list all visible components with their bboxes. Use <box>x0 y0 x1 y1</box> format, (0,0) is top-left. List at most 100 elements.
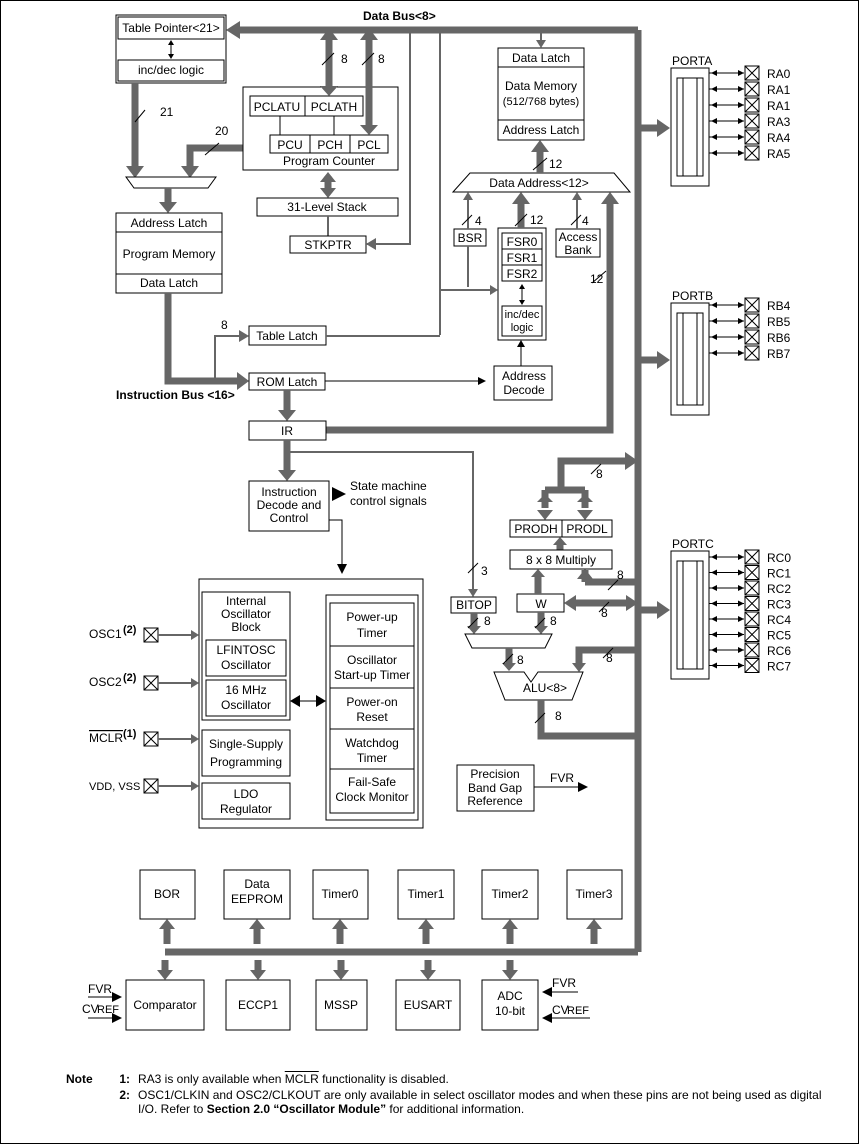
svg-text:Oscillator: Oscillator <box>347 653 397 667</box>
note-1: Note 1: RA3 is only available when MCLR … <box>66 1072 449 1086</box>
svg-text:Program Memory: Program Memory <box>123 247 216 261</box>
peripheral-adc: ADC 10-bit FVR CV REF <box>481 976 590 1031</box>
data-address-bus <box>451 172 632 193</box>
alu-block <box>493 671 584 701</box>
svg-text:Data Latch: Data Latch <box>512 51 570 65</box>
svg-text:Fail-Safe: Fail-Safe <box>348 775 396 789</box>
svg-text:CV: CV <box>552 1003 569 1017</box>
svg-text:Table Latch: Table Latch <box>256 329 317 343</box>
osc2-pin: OSC2 (2) <box>89 672 199 691</box>
porta-label: PORTA <box>672 54 712 68</box>
pin-label: RC7 <box>767 660 791 674</box>
svg-text:12: 12 <box>549 157 563 171</box>
instruction-decode-block <box>248 480 330 532</box>
svg-text:Watchdog: Watchdog <box>345 736 399 750</box>
svg-text:(2): (2) <box>123 672 137 684</box>
svg-text:control signals: control signals <box>350 494 427 508</box>
address-decode-block <box>493 365 553 401</box>
svg-text:Timer: Timer <box>357 626 387 640</box>
pin-ra3: RA3 <box>709 113 791 129</box>
svg-text:BITOP: BITOP <box>456 598 492 612</box>
svg-text:Start-up Timer: Start-up Timer <box>334 668 410 682</box>
svg-text:Reset: Reset <box>356 710 388 724</box>
svg-text:Timer0: Timer0 <box>322 887 359 901</box>
svg-text:REF: REF <box>567 1005 589 1017</box>
svg-text:ALU<8>: ALU<8> <box>523 681 567 695</box>
pin-label: RC2 <box>767 582 791 596</box>
prodl-register <box>561 519 613 538</box>
portc-label: PORTC <box>672 537 714 551</box>
multiply-block <box>509 549 613 570</box>
data-memory-block: Data Latch Data Memory (512/768 bytes) A… <box>497 47 585 141</box>
table-pointer-block: Table Pointer<21> inc/dec logic <box>115 14 227 84</box>
svg-text:ECCP1: ECCP1 <box>238 998 278 1012</box>
svg-text:Address Latch: Address Latch <box>503 123 580 137</box>
svg-text:Power-up: Power-up <box>346 610 398 624</box>
peripheral-bus-arrows-top <box>159 919 602 944</box>
portb-label: PORTB <box>672 289 713 303</box>
svg-text:EUSART: EUSART <box>404 998 453 1012</box>
svg-text:8: 8 <box>617 568 624 582</box>
notes-section: Note 1: RA3 is only available when MCLR … <box>66 1072 836 1116</box>
svg-text:20: 20 <box>215 124 229 138</box>
svg-text:21: 21 <box>160 105 174 119</box>
svg-text:PCLATH: PCLATH <box>311 100 357 114</box>
pin-label: RC4 <box>767 613 791 627</box>
pin-rb6: RB6 <box>709 329 791 345</box>
peripheral-comparator: Comparator FVR CV REF <box>82 979 205 1031</box>
svg-text:Single-Supply: Single-Supply <box>209 737 283 751</box>
data-bus-label: Data Bus<8> <box>363 9 436 23</box>
pin-label: RA1 <box>767 99 791 113</box>
svg-text:Comparator: Comparator <box>133 998 196 1012</box>
svg-text:CV: CV <box>82 1002 99 1016</box>
svg-text:Decode and: Decode and <box>257 498 322 512</box>
svg-text:8: 8 <box>601 606 608 620</box>
svg-text:OSC1: OSC1 <box>89 627 122 641</box>
svg-text:8: 8 <box>596 467 603 481</box>
pin-rc1: RC1 <box>709 565 791 581</box>
svg-text:FSR2: FSR2 <box>507 267 538 281</box>
peripheral-eusart: EUSART <box>395 979 461 1031</box>
peripheral-timer0: Timer0 <box>312 869 369 920</box>
svg-text:8 x 8 Multiply: 8 x 8 Multiply <box>526 553 596 567</box>
svg-text:Internal: Internal <box>226 594 266 608</box>
svg-text:Data Latch: Data Latch <box>140 276 198 290</box>
svg-text:LFINTOSC: LFINTOSC <box>216 643 275 657</box>
svg-text:inc/dec logic: inc/dec logic <box>138 63 204 77</box>
instruction-bus-label: Instruction Bus <16> <box>116 388 235 402</box>
vdd-vss-pin: VDD, VSS <box>89 778 199 794</box>
peripheral-timer3: Timer3 <box>566 869 623 920</box>
svg-text:FSR1: FSR1 <box>507 251 538 265</box>
svg-text:Control: Control <box>270 511 309 525</box>
svg-text:3: 3 <box>481 564 488 578</box>
svg-text:FVR: FVR <box>88 982 112 996</box>
svg-text:4: 4 <box>582 214 589 228</box>
svg-text:Oscillator: Oscillator <box>221 607 271 621</box>
pin-label: RC1 <box>767 567 791 581</box>
svg-text:Power-on: Power-on <box>346 695 397 709</box>
svg-text:State machine: State machine <box>350 479 427 493</box>
osc1-pin: OSC1 (2) <box>89 624 199 643</box>
svg-text:8: 8 <box>517 653 524 667</box>
svg-text:Timer3: Timer3 <box>576 887 613 901</box>
note-2: 2: OSC1/CLKIN and OSC2/CLKOUT are only a… <box>119 1088 822 1116</box>
svg-text:MSSP: MSSP <box>324 998 358 1012</box>
svg-text:Instruction: Instruction <box>261 485 316 499</box>
svg-text:10-bit: 10-bit <box>495 1004 526 1018</box>
svg-text:Address: Address <box>502 369 546 383</box>
peripheral-timer2: Timer2 <box>481 869 539 920</box>
fvr-label: FVR <box>550 771 574 785</box>
svg-text:FVR: FVR <box>552 976 576 990</box>
svg-text:W: W <box>535 597 547 611</box>
svg-text:(1): (1) <box>123 728 137 740</box>
alu-input-mux <box>464 633 553 649</box>
svg-text:8: 8 <box>221 318 228 332</box>
svg-text:BSR: BSR <box>458 231 483 245</box>
table-pointer-incdec <box>117 59 225 82</box>
svg-text:Table Pointer<21>: Table Pointer<21> <box>122 21 219 35</box>
pin-ra5: RA5 <box>709 145 791 161</box>
note-label: Note <box>66 1072 93 1086</box>
svg-text:12: 12 <box>590 272 604 286</box>
svg-text:PCU: PCU <box>277 138 302 152</box>
